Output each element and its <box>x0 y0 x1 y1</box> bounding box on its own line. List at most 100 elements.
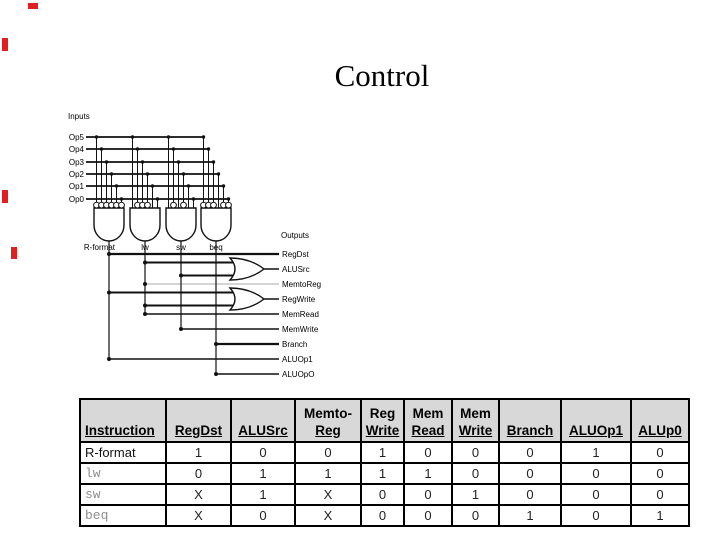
value-cell: 1 <box>560 441 632 464</box>
inverter-bubble <box>144 201 151 209</box>
value-cell: 1 <box>403 462 453 485</box>
value-cell: 0 <box>403 504 453 527</box>
and-gate <box>93 207 125 242</box>
column-header-aluop1: ALUOp1 <box>560 398 632 443</box>
value-cell: 0 <box>560 462 632 485</box>
value-cell: 0 <box>230 504 296 527</box>
value-cell: 0 <box>451 462 500 485</box>
gate-label: sw <box>176 243 186 252</box>
junction-dot <box>214 342 218 346</box>
junction-dot <box>171 147 176 151</box>
output-label: MemWrite <box>282 325 319 334</box>
value-cell: 1 <box>360 462 405 485</box>
junction-dot <box>143 282 147 286</box>
op-input-label: Op2 <box>69 170 85 179</box>
junction-dot <box>211 160 216 164</box>
output-label: RegDst <box>282 250 309 259</box>
value-cell: 0 <box>630 483 690 506</box>
value-cell: X <box>165 504 232 527</box>
inverter-bubble <box>170 201 177 209</box>
value-cell: 1 <box>165 441 232 464</box>
op-input-label: Op0 <box>69 195 85 204</box>
junction-dot <box>140 160 145 164</box>
junction-dot <box>119 197 124 201</box>
red-artifact-mark <box>11 247 17 259</box>
junction-dot <box>107 290 111 295</box>
value-cell: 0 <box>560 483 632 506</box>
column-header-alusrc: ALUSrc <box>230 398 296 443</box>
output-label: ALUSrc <box>282 265 310 274</box>
junction-dot <box>114 184 119 188</box>
gate-label: R-format <box>84 243 116 252</box>
junction-dot <box>186 184 191 188</box>
value-cell: 1 <box>451 483 500 506</box>
output-label: MemRead <box>282 310 319 319</box>
value-cell: 0 <box>165 462 232 485</box>
junction-dot <box>143 303 147 308</box>
value-cell: 1 <box>230 462 296 485</box>
column-header-regdst: RegDst <box>165 398 232 443</box>
value-cell: 0 <box>498 483 562 506</box>
output-label: ALUOpO <box>282 370 314 379</box>
junction-dot <box>226 197 231 201</box>
red-artifact-mark <box>2 190 8 203</box>
junction-dot <box>107 252 111 256</box>
instruction-label: beq <box>79 504 167 527</box>
output-label: Branch <box>282 340 307 349</box>
value-cell: 0 <box>560 504 632 527</box>
output-label: RegWrite <box>282 295 316 304</box>
value-cell: 0 <box>498 441 562 464</box>
control-logic-diagram: Inputs Outputs Op5Op4Op3Op2Op1Op0R-forma… <box>68 112 321 379</box>
value-cell: X <box>294 504 362 527</box>
junction-dot <box>191 197 196 201</box>
column-header-reg: Memto-Reg <box>294 398 362 443</box>
op-input-label: Op3 <box>69 158 85 167</box>
value-cell: 0 <box>230 441 296 464</box>
junction-dot <box>143 260 147 265</box>
and-gate <box>200 207 232 242</box>
value-cell: 1 <box>630 504 690 527</box>
page-title: Control <box>334 58 430 93</box>
junction-dot <box>179 327 183 331</box>
value-cell: 0 <box>630 441 690 464</box>
junction-dot <box>176 160 181 164</box>
inputs-section-label: Inputs <box>68 112 90 121</box>
output-label: MemtoReg <box>282 280 321 289</box>
value-cell: 0 <box>360 483 405 506</box>
instruction-label: R-format <box>79 441 167 464</box>
value-cell: 0 <box>451 504 500 527</box>
junction-dot <box>130 135 135 139</box>
op-input-label: Op1 <box>69 182 85 191</box>
column-header-instruction: Instruction <box>79 398 167 443</box>
value-cell: 0 <box>360 504 405 527</box>
value-cell: 1 <box>360 441 405 464</box>
inverter-bubble <box>210 201 217 209</box>
instruction-label: lw <box>79 462 167 485</box>
inverter-bubble <box>180 201 187 209</box>
and-gate <box>129 207 161 242</box>
value-cell: 0 <box>294 441 362 464</box>
value-cell: 0 <box>451 441 500 464</box>
op-input-label: Op4 <box>69 145 85 154</box>
output-label: ALUOp1 <box>282 355 313 364</box>
inverter-bubble <box>225 201 232 209</box>
junction-dot <box>201 135 206 139</box>
junction-dot <box>155 197 160 201</box>
junction-dot <box>107 357 111 361</box>
junction-dot <box>99 147 104 151</box>
or-gate <box>228 257 266 281</box>
column-header-branch: Branch <box>498 398 562 443</box>
value-cell: 1 <box>230 483 296 506</box>
junction-dot <box>109 172 114 176</box>
or-gate <box>228 287 266 311</box>
